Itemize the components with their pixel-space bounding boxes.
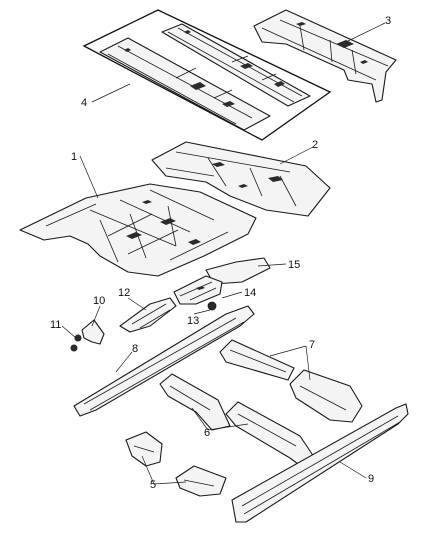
part-12-bracket [119, 297, 177, 333]
part-3-rear-crossmember [253, 9, 397, 103]
part-8-sill [73, 305, 255, 417]
part-4-inset-frame [82, 9, 332, 141]
part-1-front-floor-pan [19, 183, 257, 277]
callout-12: 12 [118, 287, 130, 299]
callout-15: 15 [288, 259, 300, 271]
part-7-floor-rails [219, 339, 363, 423]
callout-13: 13 [187, 315, 199, 327]
callout-8: 8 [132, 343, 138, 355]
callout-1: 1 [71, 151, 77, 163]
callout-11: 11 [50, 319, 61, 331]
part-5-brackets [125, 431, 227, 497]
callout-7: 7 [309, 339, 315, 351]
callout-9: 9 [368, 473, 374, 485]
part-2-rear-floor-pan [151, 141, 331, 217]
callout-4: 4 [81, 97, 87, 109]
part-11-nuts [70, 334, 82, 352]
callout-3: 3 [385, 15, 391, 27]
part-14-fastener [207, 301, 217, 311]
part-10-small-bracket [81, 319, 105, 345]
callout-14: 14 [244, 287, 256, 299]
callout-5: 5 [150, 479, 156, 491]
part-4-crossmembers [99, 23, 311, 131]
part-9-rocker [231, 403, 409, 523]
leader-lines [61, 22, 386, 485]
callout-6: 6 [204, 427, 210, 439]
callout-2: 2 [312, 139, 318, 151]
part-13-brace [173, 275, 223, 305]
callout-10: 10 [93, 295, 105, 307]
